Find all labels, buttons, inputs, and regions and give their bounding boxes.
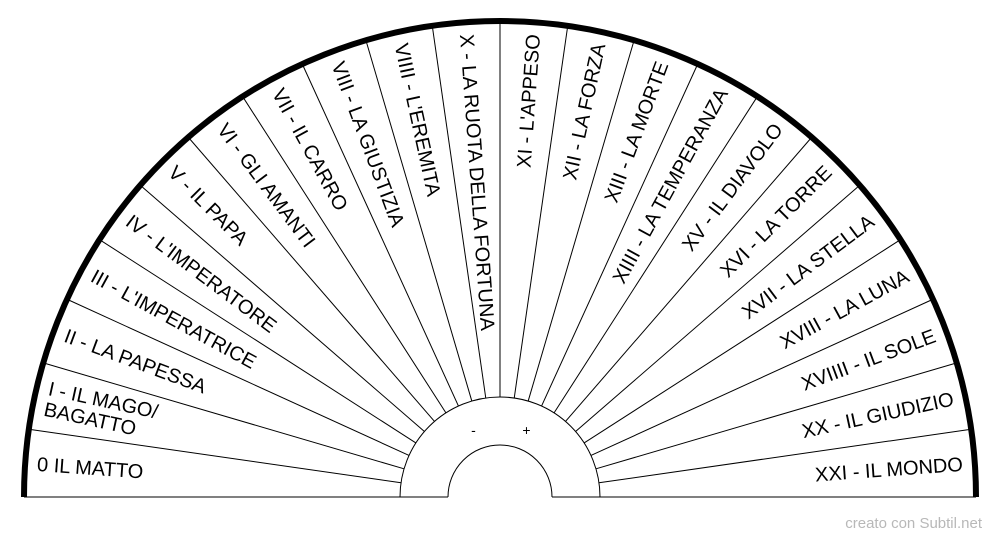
hub-arc xyxy=(447,444,553,498)
sector-label: XI - L'APPESO xyxy=(514,33,545,168)
plus-sign-label: + xyxy=(522,422,530,438)
sector-divider xyxy=(598,428,972,484)
sector-label-line: V - IL PAPA xyxy=(163,162,252,251)
sector-label: IV - L'IMPERATORE xyxy=(121,211,280,338)
sector-divider xyxy=(43,362,405,470)
sector-label-line: VIIII - L'EREMITA xyxy=(390,41,445,198)
credit-text: creato con Subtil.net xyxy=(845,515,982,532)
sector-label-line: IV - L'IMPERATORE xyxy=(121,211,280,338)
sector-divider xyxy=(565,136,813,422)
sector-divider xyxy=(595,362,957,470)
sector-divider xyxy=(575,184,861,432)
sector-label: V - IL PAPA xyxy=(163,162,252,251)
sector-label-line: XXI - IL MONDO xyxy=(814,454,963,487)
sector-label: XII - LA FORZA xyxy=(559,41,610,182)
sector-divider xyxy=(139,184,425,432)
sector-label: I - IL MAGO/BAGATTO xyxy=(42,378,161,444)
sector-divider xyxy=(242,96,447,414)
sector-label-line: XI - L'APPESO xyxy=(514,33,545,168)
sector-divider xyxy=(513,25,569,399)
sector-label: XXI - IL MONDO xyxy=(814,454,963,487)
sector-divider xyxy=(541,63,699,407)
sector-divider xyxy=(527,40,635,402)
sector-divider xyxy=(99,239,417,444)
sector-divider xyxy=(553,96,758,414)
sector-label: X - LA RUOTA DELLA FORTUNA xyxy=(455,33,498,332)
sector-label: VIIII - L'EREMITA xyxy=(390,41,445,198)
inner-arc xyxy=(399,396,601,498)
sector-divider xyxy=(431,25,487,399)
sector-divider xyxy=(187,136,435,422)
sector-divider xyxy=(583,239,901,444)
sector-divider xyxy=(590,298,934,456)
sector-label-line: 0 IL MATTO xyxy=(36,454,144,484)
sector-divider xyxy=(66,298,410,456)
sector-label-line: XII - LA FORZA xyxy=(559,41,610,182)
sector-divider xyxy=(28,428,402,484)
sector-label-line: X - LA RUOTA DELLA FORTUNA xyxy=(455,33,498,332)
sector-divider xyxy=(301,63,459,407)
sector-label: 0 IL MATTO xyxy=(36,454,144,484)
minus-sign-label: - xyxy=(471,422,476,438)
divider-lines xyxy=(28,21,972,484)
sector-divider xyxy=(365,40,473,402)
